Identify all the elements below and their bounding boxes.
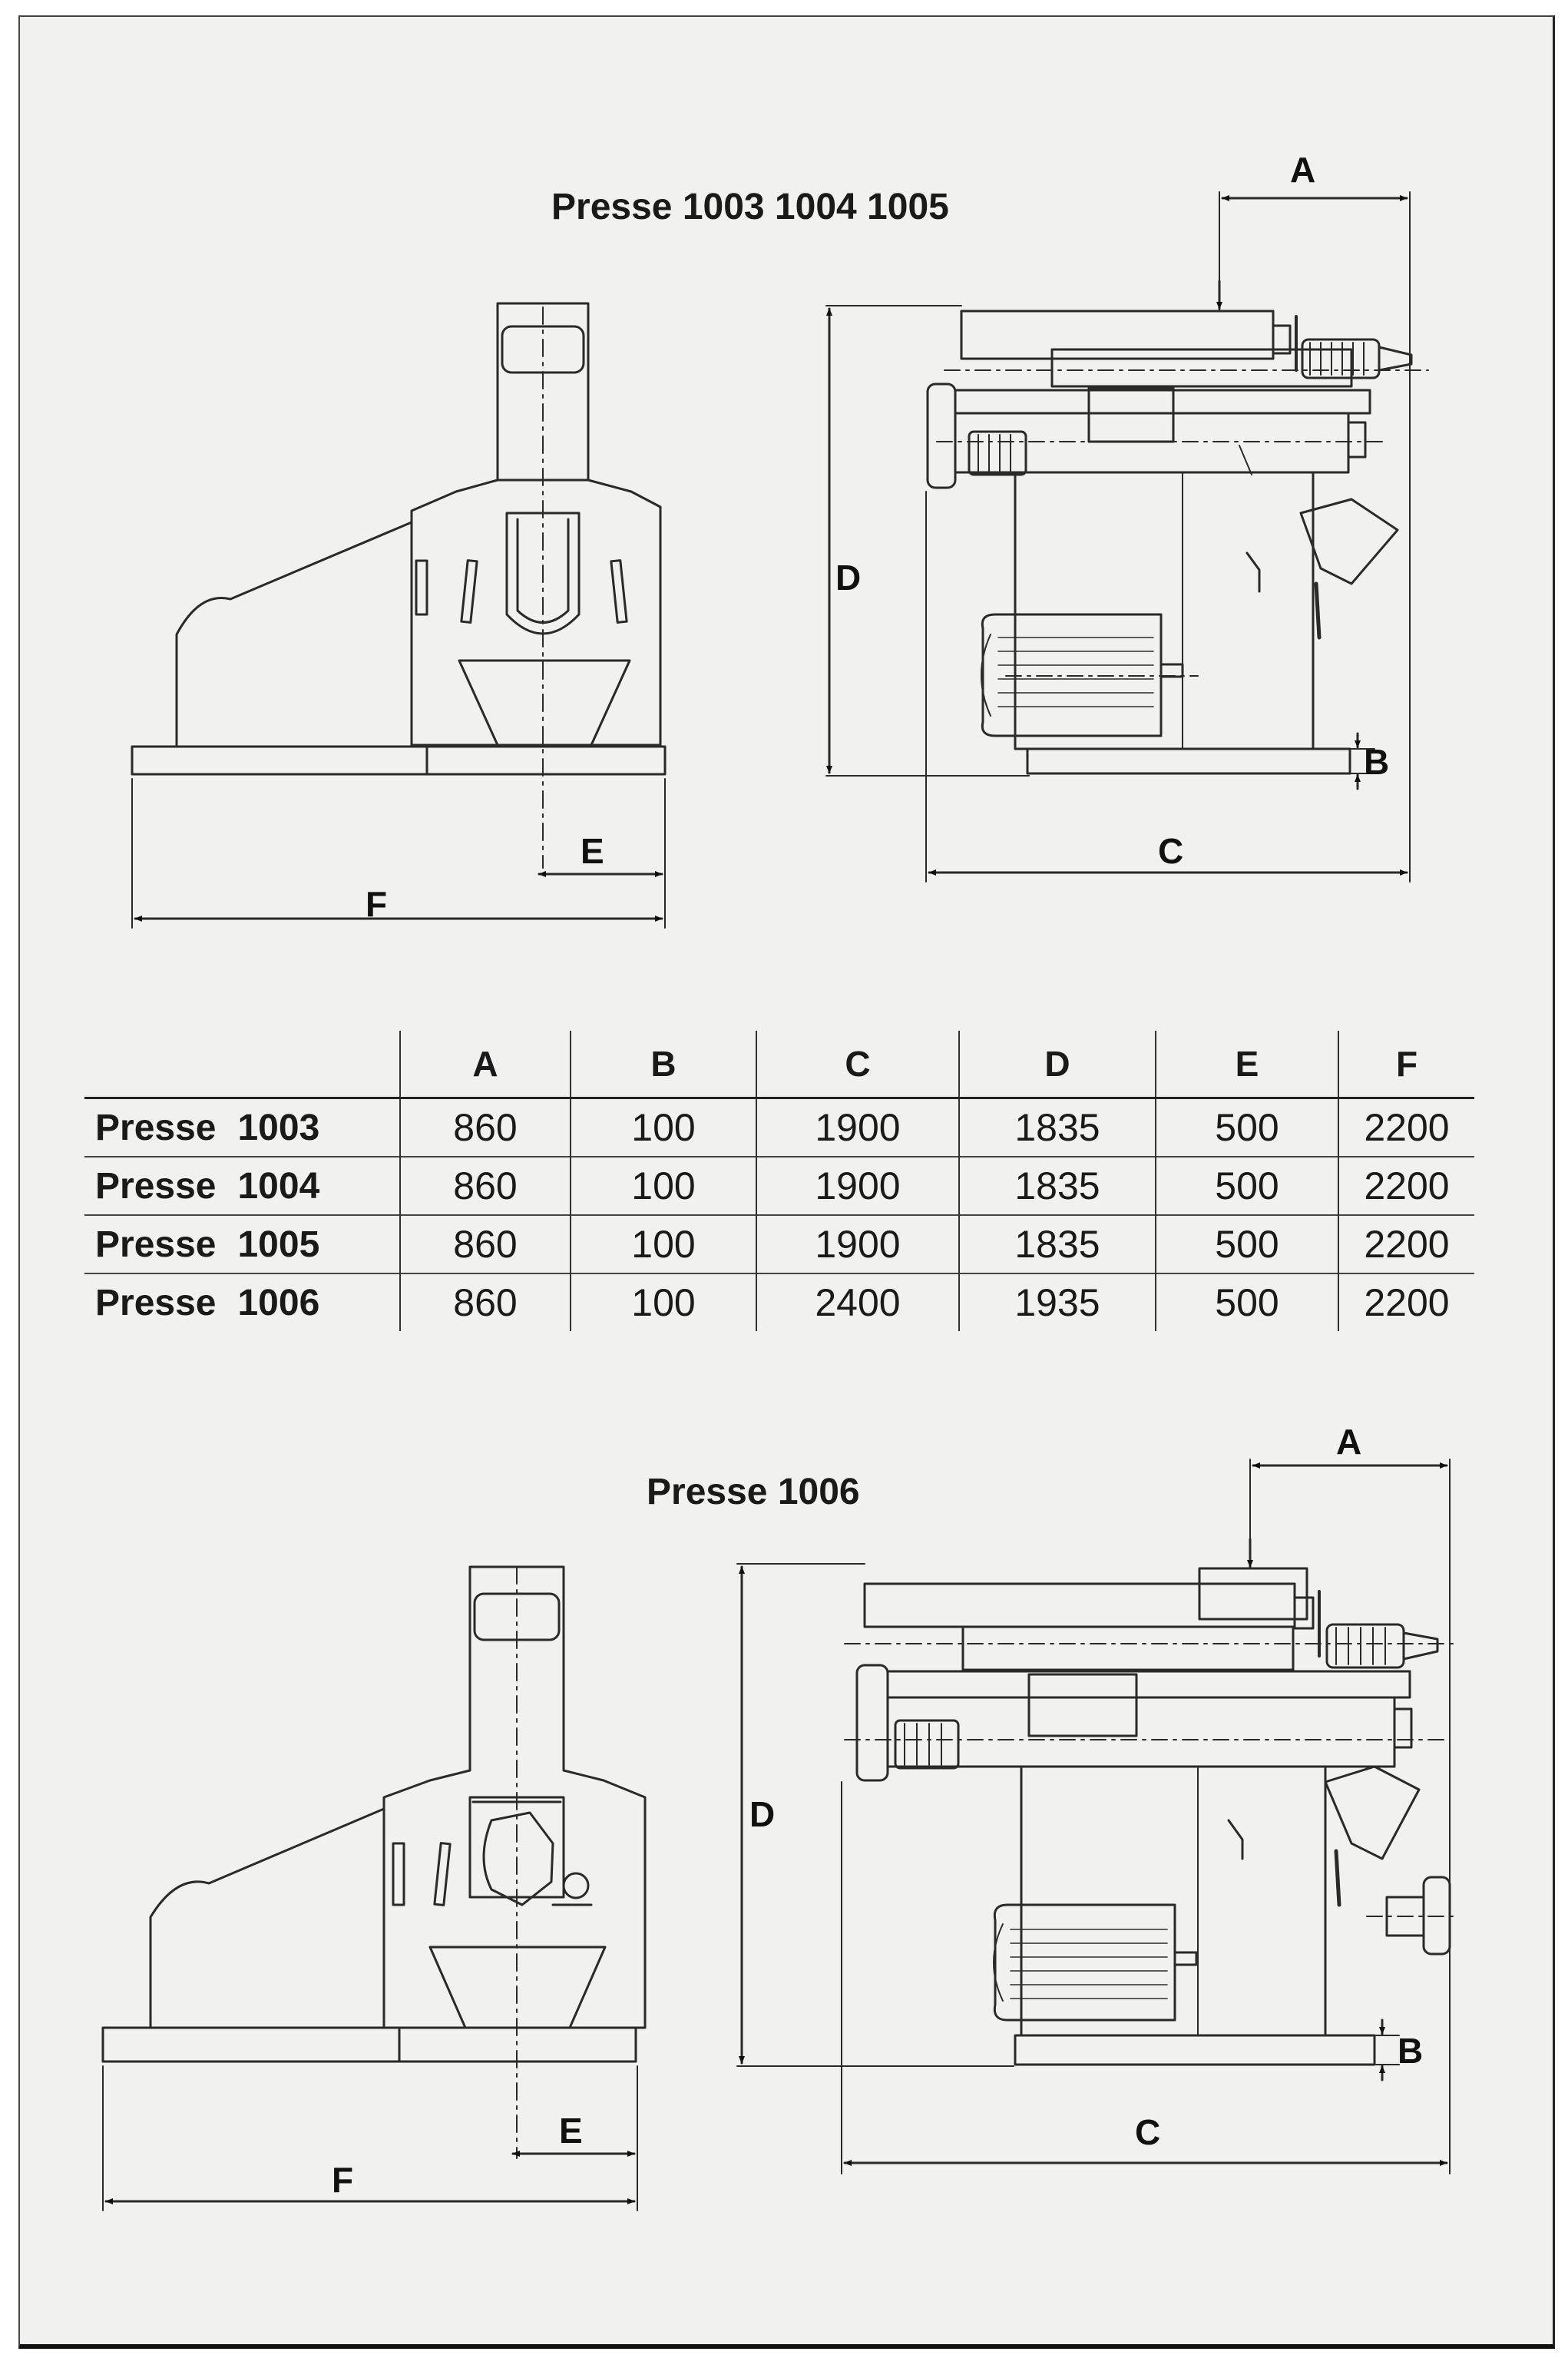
cell-e: 500 (1155, 1098, 1338, 1157)
dim-label-d-bottom: D (749, 1794, 775, 1834)
column-header-f: F (1338, 1031, 1474, 1098)
front-view-1003-1005-dimensions: F E (131, 778, 666, 929)
cell-a: 860 (399, 1273, 571, 1331)
side-view-1003-1005-dimensions: A D C B (825, 150, 1411, 883)
cell-d: 1835 (958, 1215, 1156, 1273)
table-header-row: A B C D E F (84, 1031, 1474, 1098)
column-header-c: C (756, 1031, 959, 1098)
cell-d: 1835 (958, 1098, 1156, 1157)
front-view-1003-1005 (131, 302, 667, 869)
dim-label-b-bottom: B (1398, 2031, 1423, 2071)
dim-label-e-top: E (581, 831, 604, 871)
title-presse-1003-1004-1005: Presse 1003 1004 1005 (551, 187, 949, 227)
dim-label-c-bottom: C (1135, 2112, 1160, 2152)
cell-f: 2200 (1338, 1157, 1474, 1215)
dim-label-c-top: C (1158, 831, 1183, 871)
cell-c: 1900 (756, 1157, 959, 1215)
cell-d: 1935 (958, 1273, 1156, 1331)
dim-label-f-top: F (366, 884, 387, 924)
cell-c: 2400 (756, 1273, 959, 1331)
column-header-b: B (570, 1031, 756, 1098)
title-presse-1006: Presse 1006 (647, 1472, 860, 1512)
dim-label-f-bottom: F (332, 2160, 353, 2200)
cell-e: 500 (1155, 1273, 1338, 1331)
cell-c: 1900 (756, 1215, 959, 1273)
cell-b: 100 (570, 1157, 756, 1215)
cell-b: 100 (570, 1273, 756, 1331)
dim-label-b-top: B (1364, 742, 1389, 782)
column-header-a: A (399, 1031, 571, 1098)
cell-c: 1900 (756, 1098, 959, 1157)
column-header-d: D (958, 1031, 1156, 1098)
cell-a: 860 (399, 1157, 571, 1215)
cell-f: 2200 (1338, 1273, 1474, 1331)
cell-f: 2200 (1338, 1098, 1474, 1157)
cell-b: 100 (570, 1098, 756, 1157)
cell-a: 860 (399, 1215, 571, 1273)
cell-f: 2200 (1338, 1215, 1474, 1273)
cell-e: 500 (1155, 1215, 1338, 1273)
side-view-1006 (844, 1567, 1460, 2066)
cell-a: 860 (399, 1098, 571, 1157)
dim-label-a-bottom: A (1336, 1422, 1361, 1462)
cell-b: 100 (570, 1215, 756, 1273)
header-empty-cell (84, 1031, 400, 1098)
dim-label-e-bottom: E (559, 2111, 583, 2151)
side-view-1003-1005 (926, 310, 1429, 775)
dim-label-d-top: D (835, 558, 861, 598)
front-view-1006-dimensions: F E (102, 2065, 638, 2211)
cell-e: 500 (1155, 1157, 1338, 1215)
side-view-1006-dimensions: A D C B (736, 1422, 1451, 2174)
dim-label-a-top: A (1290, 150, 1315, 190)
cell-d: 1835 (958, 1157, 1156, 1215)
front-view-1006 (101, 1565, 647, 2159)
column-header-e: E (1155, 1031, 1338, 1098)
